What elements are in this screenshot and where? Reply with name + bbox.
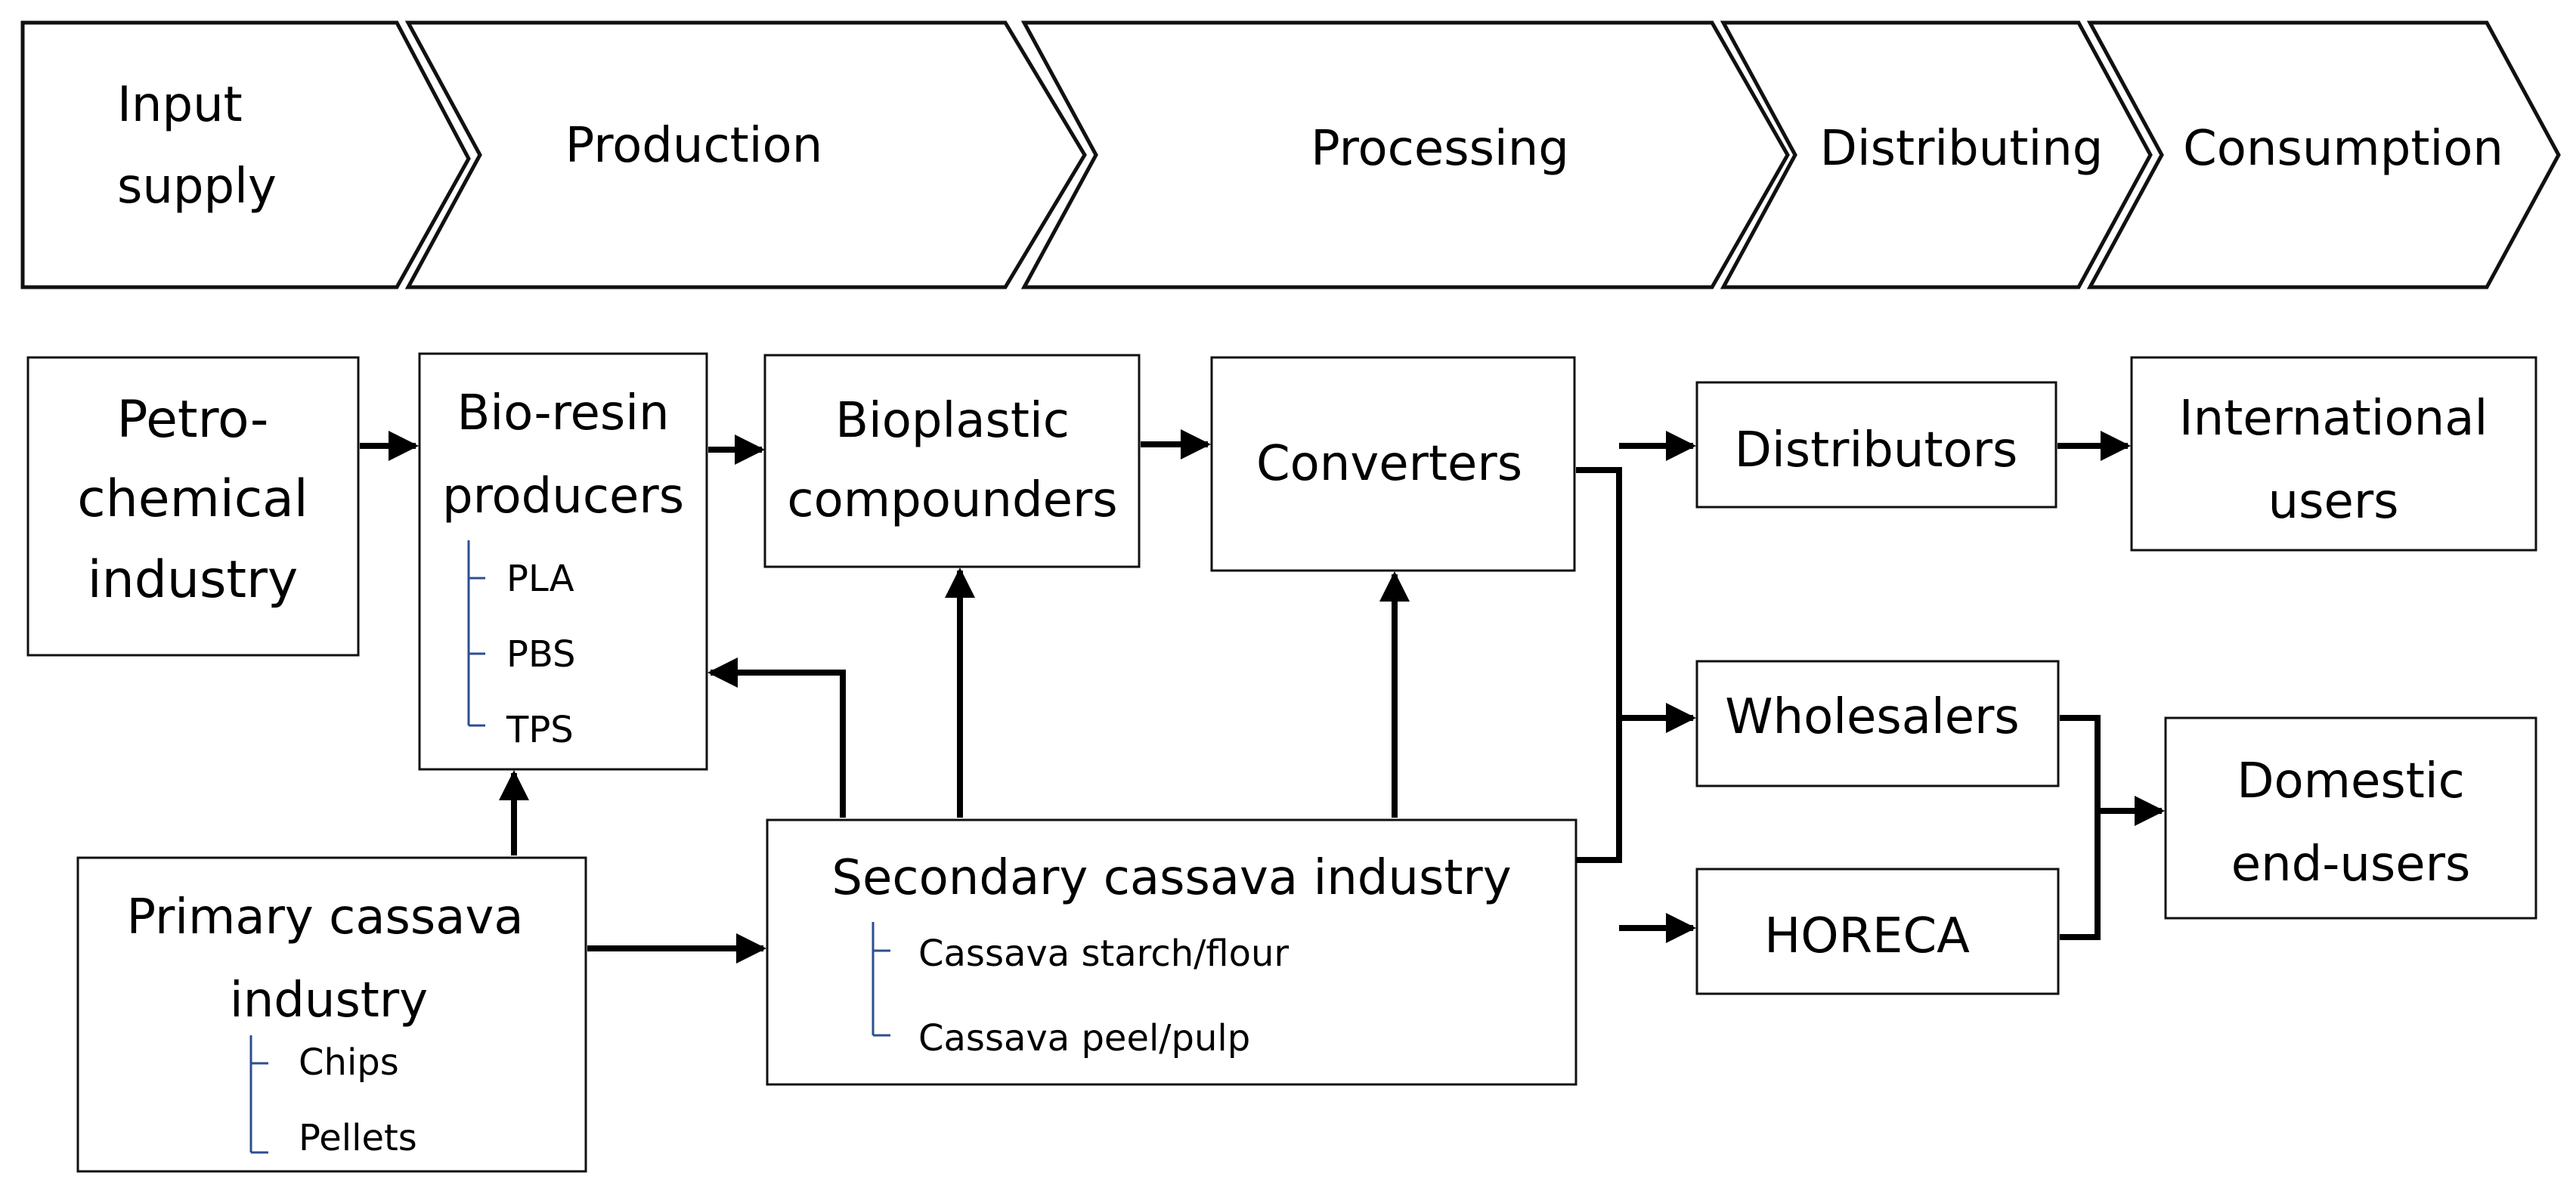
- secondary-item-starch-flour: Cassava starch/flour: [918, 933, 1289, 975]
- distributors-label: Distributors: [1735, 422, 2018, 478]
- node-horeca: HORECA: [1695, 868, 2060, 995]
- node-converters: Converters: [1210, 356, 1576, 572]
- international-line2: users: [2268, 474, 2399, 530]
- node-primary-cassava-industry: Primary cassava industry Chips Pellets: [76, 856, 587, 1173]
- node-international-users: International users: [2130, 356, 2537, 552]
- converters-secondary-branch: [1576, 467, 1622, 863]
- bioresin-tree-lines: [467, 540, 485, 727]
- primary-tree-lines: [249, 1035, 268, 1154]
- bioplastic-line1: Bioplastic: [835, 393, 1070, 449]
- stage-processing: Processing: [1020, 20, 1790, 289]
- connectors: [360, 429, 2165, 964]
- bioresin-title-line1: Bio-resin: [457, 385, 669, 441]
- domestic-line2: end-users: [2231, 837, 2471, 892]
- horeca-label: HORECA: [1764, 908, 1970, 964]
- bioresin-item-pla: PLA: [506, 558, 574, 600]
- node-bioplastic-compounders: Bioplastic compounders: [763, 354, 1141, 568]
- secondary-tree-lines: [872, 922, 890, 1037]
- bioresin-item-tps: TPS: [506, 709, 574, 751]
- stage-production-label: Production: [565, 118, 823, 174]
- stage-input-supply-line2: supply: [117, 159, 277, 215]
- node-domestic-end-users: Domestic end-users: [2164, 716, 2537, 920]
- bioresin-item-pbs: PBS: [506, 633, 576, 676]
- primary-title-line1: Primary cassava: [126, 889, 523, 945]
- wholesalers-label: Wholesalers: [1725, 689, 2020, 745]
- converters-label: Converters: [1256, 436, 1522, 492]
- petrochemical-line2: chemical: [77, 469, 308, 529]
- primary-title-line2: industry: [230, 973, 428, 1029]
- petrochemical-line1: Petro-: [117, 390, 269, 450]
- secondary-title: Secondary cassava industry: [831, 850, 1511, 906]
- wholesalers-horeca-join: [2060, 715, 2101, 940]
- node-petrochemical-industry: Petro- chemical industry: [26, 356, 360, 657]
- arrow-secondary-to-bioresin: [707, 657, 846, 818]
- primary-item-pellets: Pellets: [299, 1117, 417, 1159]
- stage-processing-label: Processing: [1311, 121, 1569, 177]
- stage-consumption: Consumption: [2086, 20, 2561, 289]
- node-secondary-cassava-industry: Secondary cassava industry Cassava starc…: [766, 818, 1577, 1086]
- stage-consumption-label: Consumption: [2183, 121, 2503, 177]
- stage-production: Production: [404, 20, 1087, 289]
- petrochemical-line3: industry: [88, 550, 299, 610]
- node-distributors: Distributors: [1695, 381, 2057, 509]
- node-bio-resin-producers: Bio-resin producers PLA PBS TPS: [418, 352, 708, 771]
- bioplastic-line2: compounders: [787, 472, 1117, 528]
- stage-input-supply: Input supply: [20, 20, 471, 289]
- stage-distributing: Distributing: [1720, 20, 2153, 289]
- node-wholesalers: Wholesalers: [1695, 660, 2060, 787]
- bioresin-title-line2: producers: [442, 469, 684, 524]
- secondary-item-peel-pulp: Cassava peel/pulp: [918, 1017, 1250, 1060]
- stage-distributing-label: Distributing: [1820, 121, 2104, 177]
- stage-input-supply-line1: Input: [117, 77, 243, 133]
- domestic-line1: Domestic: [2237, 753, 2465, 809]
- primary-item-chips: Chips: [299, 1041, 399, 1084]
- international-line1: International: [2179, 391, 2488, 447]
